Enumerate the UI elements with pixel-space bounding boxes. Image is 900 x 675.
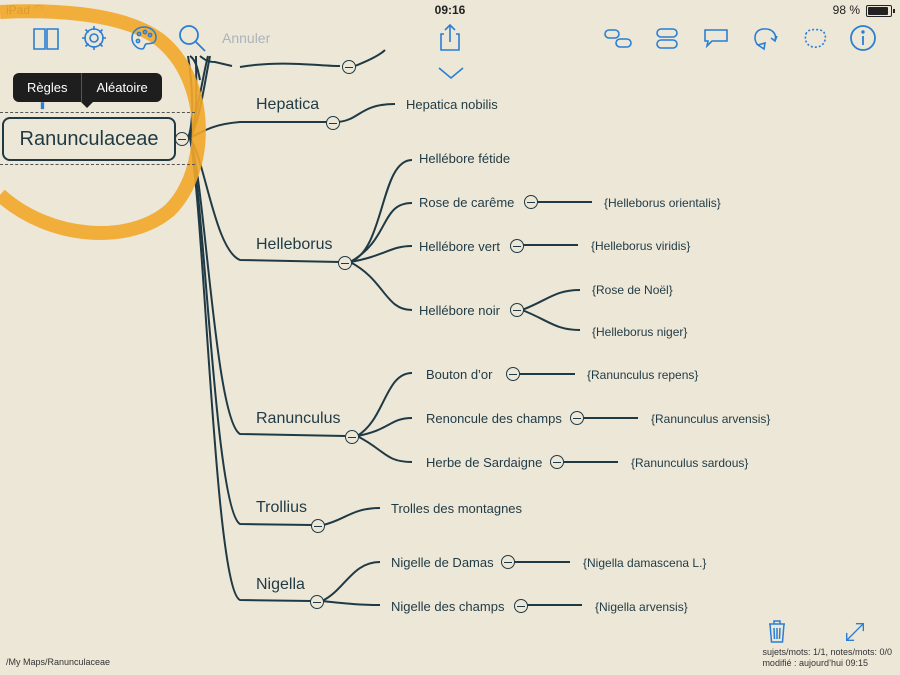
- modified-line: modifié : aujourd’hui 09:15: [762, 658, 869, 668]
- map-path: /My Maps/Ranunculaceae: [6, 657, 111, 667]
- node-hellebore-vert[interactable]: Hellébore vert: [419, 239, 500, 254]
- note-helleborus-viridis[interactable]: {Helleborus viridis}: [591, 239, 691, 253]
- root-selection-guide-top: [0, 112, 195, 113]
- herbe-de-sardaigne-collapse-toggle[interactable]: [550, 455, 564, 469]
- popover-divider: [81, 73, 83, 102]
- trash-icon[interactable]: [764, 618, 790, 644]
- note-ranunculus-repens[interactable]: {Ranunculus repens}: [587, 368, 699, 382]
- rose-de-careme-collapse-toggle[interactable]: [524, 195, 538, 209]
- map-statistics: sujets/mots: 1/1, notes/mots: 0/0 modifi…: [762, 647, 892, 669]
- hepatica-collapse-toggle[interactable]: [326, 116, 340, 130]
- root-node[interactable]: Ranunculaceae: [2, 117, 176, 161]
- note-nigella-damascena[interactable]: {Nigella damascena L.}: [583, 556, 707, 570]
- node-hepatica-nobilis[interactable]: Hepatica nobilis: [406, 97, 498, 112]
- renoncule-collapse-toggle[interactable]: [570, 411, 584, 425]
- note-ranunculus-arvensis[interactable]: {Ranunculus arvensis}: [651, 412, 771, 426]
- cancel-button[interactable]: Annuler: [222, 30, 271, 46]
- random-option[interactable]: Aléatoire: [96, 80, 148, 95]
- expand-icon[interactable]: [843, 620, 869, 646]
- note-rose-de-noel[interactable]: {Rose de Noël}: [592, 283, 673, 297]
- bouton-dor-collapse-toggle[interactable]: [506, 367, 520, 381]
- node-nigelle-des-champs[interactable]: Nigelle des champs: [391, 599, 505, 614]
- node-trollius[interactable]: Trollius: [256, 499, 307, 516]
- gear-icon[interactable]: [78, 22, 110, 54]
- note-helleborus-niger[interactable]: {Helleborus niger}: [592, 325, 688, 339]
- search-icon[interactable]: [176, 22, 208, 54]
- node-ranunculus[interactable]: Ranunculus: [256, 410, 341, 427]
- node-trolles-des-montagnes[interactable]: Trolles des montagnes: [391, 501, 523, 516]
- node-renoncule-des-champs[interactable]: Renoncule des champs: [426, 411, 562, 426]
- selection-highlight-ring: [0, 4, 206, 240]
- node-nigella[interactable]: Nigella: [256, 576, 305, 593]
- branch-collapse-toggle[interactable]: [342, 60, 356, 74]
- battery-icon: [866, 5, 895, 17]
- rules-option[interactable]: Règles: [27, 80, 68, 95]
- note-helleborus-orientalis[interactable]: {Helleborus orientalis}: [604, 196, 721, 210]
- stats-line: sujets/mots: 1/1, notes/mots: 0/0: [762, 647, 892, 657]
- node-bouton-dor[interactable]: Bouton d’or: [426, 367, 493, 382]
- callout-icon[interactable]: [700, 22, 732, 54]
- node-hepatica[interactable]: Hepatica: [256, 96, 320, 113]
- context-popover: Règles Aléatoire: [13, 73, 162, 108]
- helleborus-collapse-toggle[interactable]: [338, 256, 352, 270]
- root-collapse-toggle[interactable]: [175, 132, 189, 146]
- boundary-icon[interactable]: [799, 22, 831, 54]
- relationship-icon[interactable]: [749, 22, 781, 54]
- note-ranunculus-sardous[interactable]: {Ranunculus sardous}: [631, 456, 749, 470]
- handle-icon[interactable]: ▮: [40, 100, 45, 110]
- share-icon[interactable]: [434, 22, 466, 54]
- trollius-collapse-toggle[interactable]: [311, 519, 325, 533]
- node-hellebore-noir[interactable]: Hellébore noir: [419, 303, 500, 318]
- hellebore-noir-collapse-toggle[interactable]: [510, 303, 524, 317]
- popover-arrow: [81, 102, 93, 108]
- node-nigelle-de-damas[interactable]: Nigelle de Damas: [391, 555, 494, 570]
- nigelle-des-champs-collapse-toggle[interactable]: [514, 599, 528, 613]
- info-icon[interactable]: [847, 22, 879, 54]
- nigella-collapse-toggle[interactable]: [310, 595, 324, 609]
- node-rose-de-careme[interactable]: Rose de carême: [419, 195, 515, 210]
- ranunculus-collapse-toggle[interactable]: [345, 430, 359, 444]
- root-selection-guide-bottom: [0, 164, 195, 165]
- node-herbe-de-sardaigne[interactable]: Herbe de Sardaigne: [426, 455, 543, 470]
- toolbar: Annuler: [0, 20, 900, 80]
- add-subtopic-icon[interactable]: [602, 22, 634, 54]
- nigelle-de-damas-collapse-toggle[interactable]: [501, 555, 515, 569]
- note-nigella-arvensis[interactable]: {Nigella arvensis}: [595, 600, 688, 614]
- add-sibling-icon[interactable]: [651, 22, 683, 54]
- node-helleborus[interactable]: Helleborus: [256, 236, 333, 253]
- book-icon[interactable]: [30, 22, 62, 54]
- chevron-down-icon[interactable]: [435, 62, 467, 82]
- hellebore-vert-collapse-toggle[interactable]: [510, 239, 524, 253]
- battery-percent: 98 %: [832, 3, 860, 17]
- palette-icon[interactable]: [128, 22, 160, 54]
- node-hellebore-fetide[interactable]: Hellébore fétide: [419, 151, 511, 166]
- clock: 09:16: [434, 3, 466, 17]
